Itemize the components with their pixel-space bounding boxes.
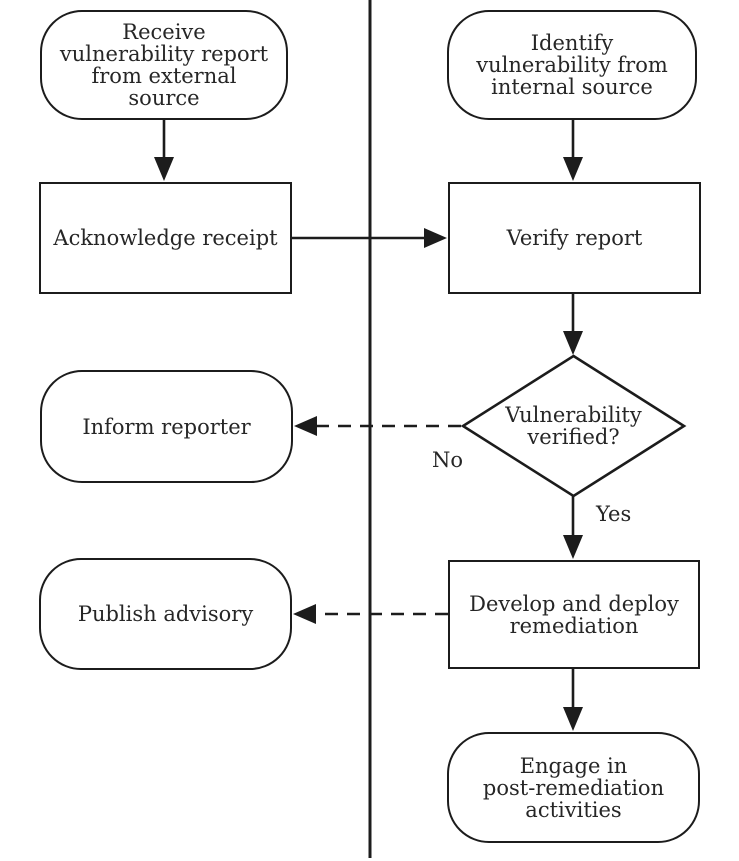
label-line: source	[128, 86, 200, 110]
label-line: internal source	[491, 75, 653, 99]
node-receive-external-report: Receive vulnerability report from extern…	[40, 10, 288, 120]
arrowhead-verify-to-decision	[563, 331, 583, 355]
arrowhead-acknowledge-to-verify	[424, 228, 447, 248]
node-post-remediation-activities: Engage in post-remediation activities	[447, 732, 700, 843]
label-line: Engage in	[519, 753, 628, 778]
label-line: verified?	[527, 425, 620, 449]
label-line: Inform reporter	[82, 414, 251, 439]
node-verify-report: Verify report	[448, 182, 701, 294]
label-line: vulnerability report	[59, 42, 269, 66]
arrowhead-decision-to-inform	[294, 416, 317, 436]
arrowhead-decision-to-develop	[563, 535, 583, 559]
edge-label-no: No	[432, 448, 464, 472]
label-line: Acknowledge receipt	[53, 226, 278, 250]
node-vulnerability-verified-decision: Vulnerability verified?	[463, 404, 684, 448]
arrowhead-identify-to-verify	[563, 157, 583, 181]
label-line: Publish advisory	[77, 602, 254, 626]
label-line: post-remediation	[482, 775, 665, 800]
label-line: from external	[91, 64, 237, 88]
label-line: Vulnerability	[505, 403, 642, 427]
label-line: vulnerability from	[476, 53, 668, 77]
edge-label-yes: Yes	[596, 502, 632, 526]
label-line: Identify	[530, 31, 614, 55]
arrowhead-develop-to-engage	[563, 707, 583, 731]
node-publish-advisory: Publish advisory	[39, 558, 292, 670]
label-line: Verify report	[506, 226, 643, 250]
node-identify-internal-vulnerability: Identify vulnerability from internal sou…	[447, 10, 697, 120]
label-line: activities	[525, 797, 622, 822]
label-line: Receive	[122, 20, 206, 44]
arrowhead-develop-to-publish	[293, 604, 316, 624]
node-inform-reporter: Inform reporter	[40, 370, 293, 483]
node-acknowledge-receipt: Acknowledge receipt	[39, 182, 292, 294]
node-develop-deploy-remediation: Develop and deploy remediation	[448, 560, 700, 669]
arrowhead-receive-to-acknowledge	[154, 157, 174, 181]
label-line: remediation	[509, 613, 639, 638]
label-line: Develop and deploy	[469, 591, 679, 616]
